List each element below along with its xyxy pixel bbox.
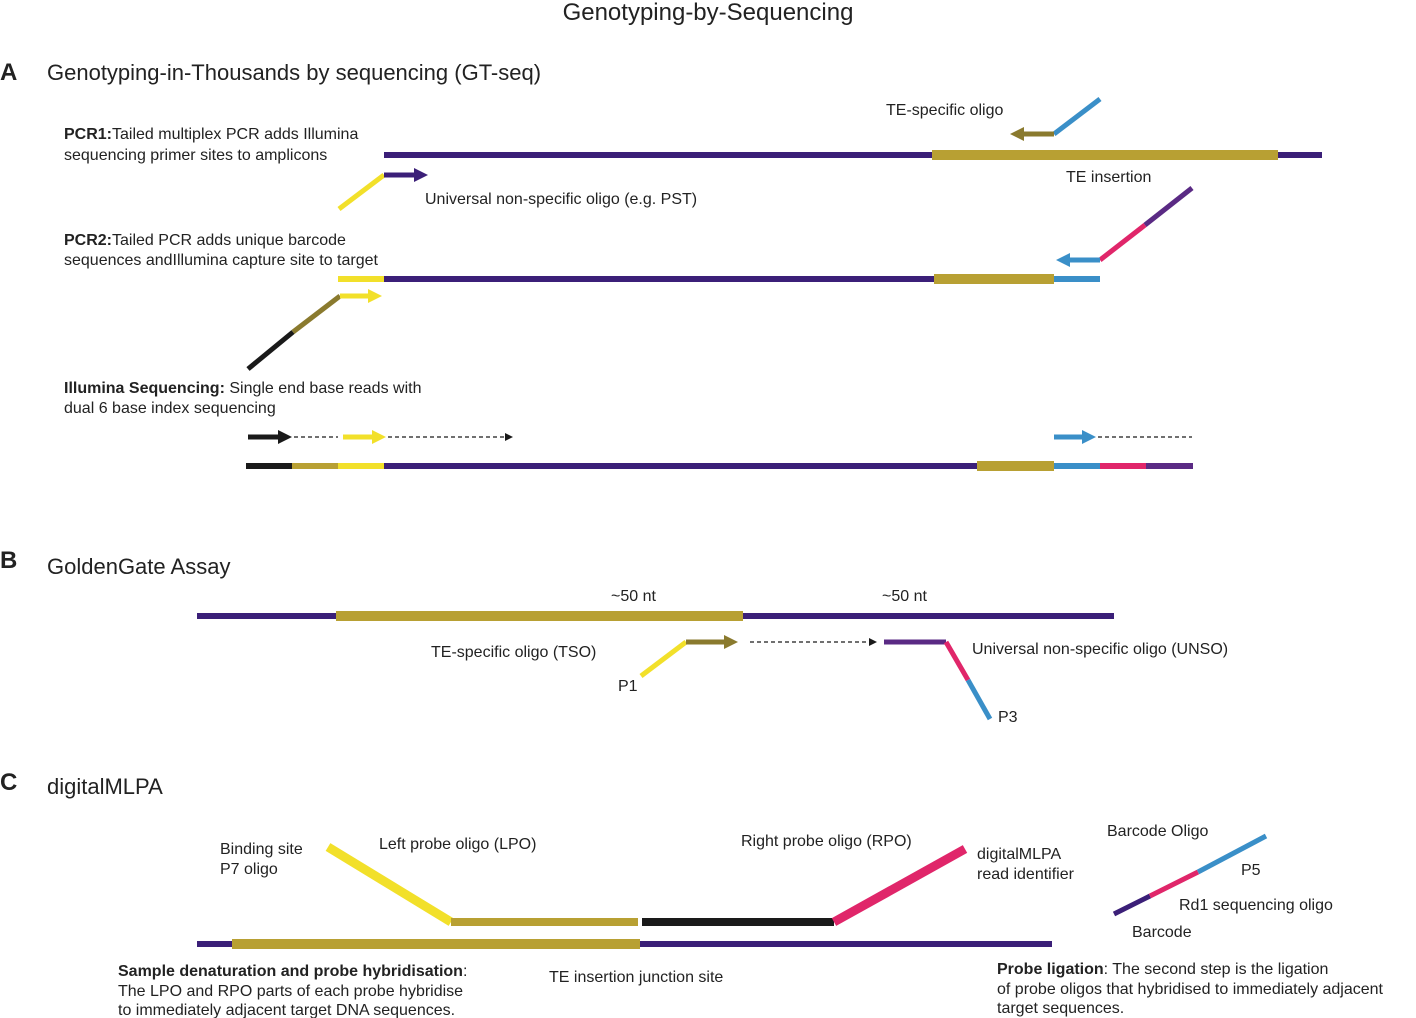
universal-oligo-label: Universal non-specific oligo (e.g. PST) [425,191,697,208]
sequencing-reads [248,430,1192,444]
universal-oligo-arrow [337,168,428,211]
tso-label: TE-specific oligo (TSO) [431,644,596,661]
panel-c-letter: C [0,769,17,796]
read-identifier-label: digitalMLPA [977,846,1062,863]
p7-oligo-label: P7 oligo [220,861,278,878]
te-specific-oligo-label: TE-specific oligo [886,102,1003,119]
ligation-bold: Probe ligation [997,961,1104,978]
unso-probe [884,639,993,721]
panel-b: B GoldenGate Assay ~50 nt ~50 nt TE-spec… [0,547,1228,726]
panel-a: A Genotyping-in-Thousands by sequencing … [0,59,1322,471]
p1-label: P1 [618,678,638,695]
panel-c-title: digitalMLPA [47,774,163,799]
figure-title: Genotyping-by-Sequencing [563,0,854,26]
binding-site-label: Binding site [220,841,303,858]
panel-b-title: GoldenGate Assay [47,554,230,579]
panel-a-title: Genotyping-in-Thousands by sequencing (G… [47,60,541,85]
barcode-label: Barcode [1132,924,1192,941]
pcr2-reverse-oligo-arrow [1056,186,1194,267]
junction-label: TE insertion junction site [549,969,723,986]
panel-c: C digitalMLPA Binding site P7 oligo Left… [0,769,1384,1018]
pcr2-label: PCR2:Tailed PCR adds unique barcode [64,232,346,249]
pcr2-forward-oligo-arrow [246,289,382,371]
pcr1-label: PCR1:Tailed multiplex PCR adds Illumina [64,126,358,143]
te-insertion-label: TE insertion [1066,169,1151,186]
illumina-seq-text: Single end base reads with [225,380,422,397]
denaturation-colon: : [463,963,467,980]
barcode-oligo-label: Barcode Oligo [1107,823,1208,840]
rd1-label: Rd1 sequencing oligo [1179,897,1333,914]
pcr2-label-line2: sequences andIllumina capture site to ta… [64,252,379,269]
p5-label: P5 [1241,862,1261,879]
illumina-seq-bold: Illumina Sequencing: [64,380,225,397]
read-identifier-label-line2: read identifier [977,866,1075,883]
pcr1-text: Tailed multiplex PCR adds Illumina [112,126,358,143]
illumina-seq-label: Illumina Sequencing: Single end base rea… [64,380,421,397]
pcr2-text: Tailed PCR adds unique barcode [112,232,346,249]
tso-arrow [639,635,877,678]
pcr1-label-line2: sequencing primer sites to amplicons [64,147,327,164]
unso-label: Universal non-specific oligo (UNSO) [972,641,1228,658]
denaturation-bold: Sample denaturation and probe hybridisat… [118,963,463,980]
te-specific-oligo-arrow [1010,97,1102,141]
lpo-label: Left probe oligo (LPO) [379,836,536,853]
barcode-oligo [1112,833,1268,917]
illumina-seq-label-line2: dual 6 base index sequencing [64,400,276,417]
nt-left-label: ~50 nt [611,588,656,605]
panel-a-letter: A [0,59,17,86]
p3-label: P3 [998,709,1018,726]
ligation-label: Probe ligation: The second step is the l… [997,961,1328,978]
nt-right-label: ~50 nt [882,588,927,605]
rpo-label: Right probe oligo (RPO) [741,833,912,850]
pcr1-bold: PCR1: [64,126,112,143]
denaturation-line2: The LPO and RPO parts of each probe hybr… [118,983,463,1000]
denaturation-line3: to immediately adjacent target DNA seque… [118,1002,455,1018]
ligation-text: : The second step is the ligation [1104,961,1329,978]
lpo-probe [325,843,638,926]
ligation-line3: target sequences. [997,1000,1124,1017]
pcr2-bold: PCR2: [64,232,112,249]
panel-b-letter: B [0,547,17,574]
denaturation-label: Sample denaturation and probe hybridisat… [118,963,467,980]
rpo-probe [642,845,968,926]
ligation-line2: of probe oligos that hybridised to immed… [997,981,1384,998]
